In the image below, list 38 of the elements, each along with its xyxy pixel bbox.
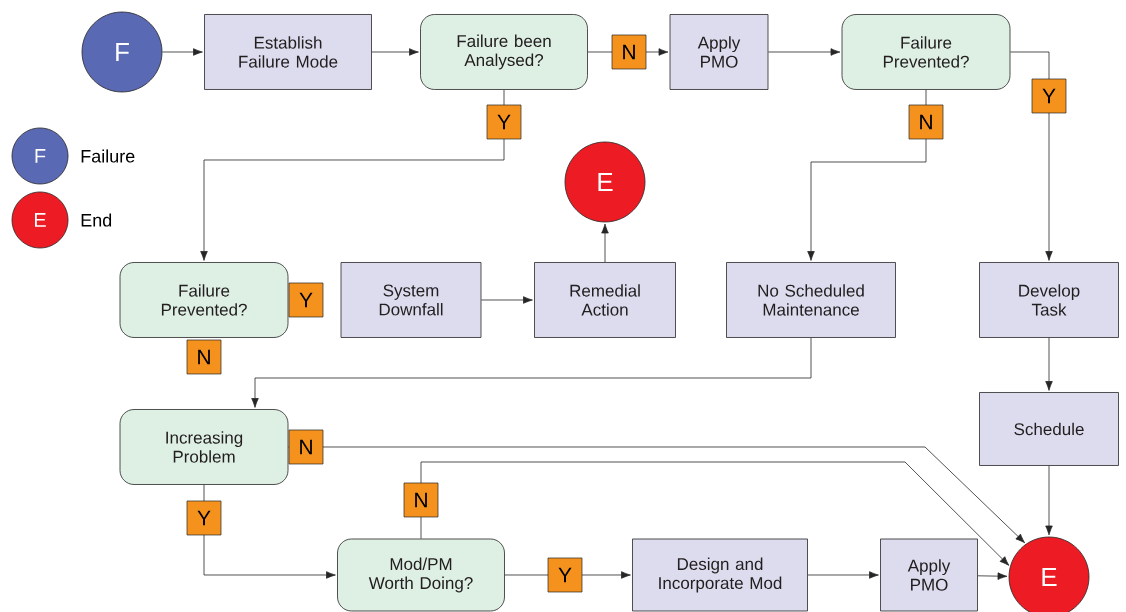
arrow [481,296,533,304]
edge-label: Y [486,104,522,140]
arrow [1045,465,1053,536]
decision-box: Increasing Problem [119,409,289,485]
process-box: Design and Incorporate Mod [632,538,808,612]
arrow [420,461,1010,566]
arrow [162,48,203,56]
process-box: Establish Failure Mode [204,14,372,90]
arrow [200,89,505,261]
arrow [371,48,419,56]
process-box: Remedial Action [534,262,676,338]
process-box: Apply PMO [880,538,978,612]
edge-label: Y [1031,78,1067,114]
arrow [977,572,1008,580]
decision-box: Failure been Analysed? [420,14,588,90]
process-box: Apply PMO [669,14,769,90]
arrow [768,48,841,56]
edge-label: N [288,429,324,465]
node-label: Failure [81,149,135,163]
node-label: End [81,213,112,227]
edge-label: Y [547,557,583,593]
decision-box: Mod/PM Worth Doing? [337,538,505,612]
decision-box: Failure Prevented? [119,262,289,338]
edge-label: Y [186,500,222,536]
edge-label: N [403,482,439,518]
decision-box: Failure Prevented? [841,14,1011,90]
process-box: System Downfall [340,262,482,338]
arrow [251,337,812,408]
arrow [1045,337,1053,391]
process-box: No Scheduled Maintenance [726,262,896,338]
process-box: Develop Task [979,262,1119,338]
answer-tag: Y [288,282,324,318]
arrow [807,571,879,579]
answer-tag: N [186,339,222,375]
arrow [601,223,609,263]
edge-label: N [908,104,944,140]
process-box: Schedule [979,392,1119,466]
edge-label: N [611,34,647,70]
